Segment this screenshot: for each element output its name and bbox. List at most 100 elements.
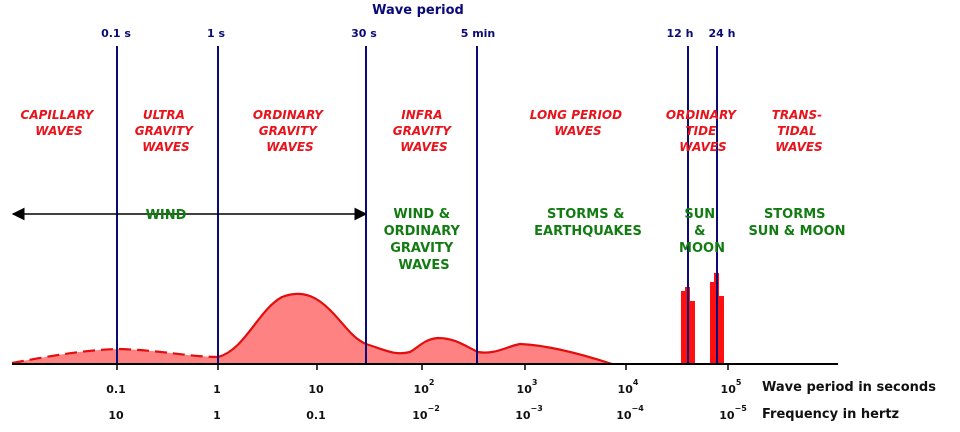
- period-tick-label: 105: [721, 378, 742, 396]
- region-line: GRAVITY: [259, 124, 319, 138]
- tick-base: 10: [515, 409, 531, 422]
- source-line: WAVES: [398, 258, 449, 273]
- tide-bar: [719, 296, 724, 364]
- region-line: TIDE: [686, 124, 718, 138]
- region-line: ULTRA: [143, 108, 185, 122]
- source-line: WIND: [146, 208, 187, 223]
- tick-base: 0.1: [106, 383, 126, 396]
- region-line: TIDAL: [777, 124, 817, 138]
- source-wind: WIND: [146, 208, 187, 223]
- region-line: CAPILLARY: [21, 108, 95, 122]
- period-tick-label: 104: [618, 378, 639, 396]
- frequency-tick-label: 10−2: [412, 404, 440, 422]
- region-line: WAVES: [35, 124, 82, 138]
- region-line: WAVES: [400, 140, 447, 154]
- period-tick-label: 102: [414, 378, 435, 396]
- period-label: 30 s: [351, 27, 377, 40]
- frequency-tick-label: 10−3: [515, 404, 543, 422]
- period-tick-labels: 0.1 1 10 102 103 104 105: [106, 378, 742, 396]
- frequency-tick-label: 0.1: [306, 409, 326, 422]
- region-ultra-gravity-waves: ULTRA GRAVITY WAVES: [135, 108, 197, 154]
- wave-regions: CAPILLARY WAVES ULTRA GRAVITY WAVES ORDI…: [21, 108, 827, 154]
- frequency-axis-label: Frequency in hertz: [762, 407, 899, 422]
- source-sun-moon: SUN & MOON: [679, 207, 725, 256]
- period-label: 0.1 s: [101, 27, 131, 40]
- tick-exponent: 3: [532, 378, 538, 387]
- region-trans-tidal-waves: TRANS- TIDAL WAVES: [772, 108, 827, 154]
- source-storms-earthquakes: STORMS & EARTHQUAKES: [534, 207, 642, 239]
- region-line: WAVES: [266, 140, 313, 154]
- tick-exponent: 5: [736, 378, 742, 387]
- tick-exponent: −2: [428, 404, 440, 413]
- region-line: TRANS-: [772, 108, 822, 122]
- period-tick-label: 10: [308, 383, 324, 396]
- period-tick-label: 1: [213, 383, 221, 396]
- source-wind-ordinary-gravity-waves: WIND & ORDINARY GRAVITY WAVES: [384, 207, 465, 273]
- tide-bar: [690, 301, 695, 364]
- spectrum-outline-solid: [217, 292, 613, 366]
- source-line: STORMS: [764, 207, 826, 222]
- tick-exponent: −5: [735, 404, 748, 413]
- region-line: LONG PERIOD: [530, 108, 622, 122]
- tick-base: 10: [616, 409, 632, 422]
- tick-base: 10: [721, 383, 737, 396]
- region-ordinary-tide-waves: ORDINARY TIDE WAVES: [666, 108, 740, 154]
- source-line: ORDINARY: [384, 224, 461, 239]
- region-line: ORDINARY: [253, 108, 324, 122]
- region-capillary-waves: CAPILLARY WAVES: [21, 108, 98, 138]
- source-line: SUN: [684, 207, 715, 222]
- source-line: EARTHQUAKES: [534, 224, 642, 239]
- tick-base: 10: [517, 383, 533, 396]
- region-ordinary-gravity-waves: ORDINARY GRAVITY WAVES: [253, 108, 327, 154]
- tick-exponent: −4: [632, 404, 645, 413]
- frequency-tick-label: 10−4: [616, 404, 644, 422]
- tick-base: 1: [213, 383, 221, 396]
- region-line: WAVES: [679, 140, 726, 154]
- frequency-tick-label: 1: [213, 409, 221, 422]
- tick-exponent: −3: [531, 404, 543, 413]
- tide-bar: [681, 291, 685, 364]
- tide-bar: [710, 282, 714, 364]
- source-line: SUN & MOON: [748, 224, 845, 239]
- source-line: STORMS &: [547, 207, 624, 222]
- period-labels: 0.1 s 1 s 30 s 5 min 12 h 24 h: [101, 27, 735, 40]
- period-label: 5 min: [461, 27, 496, 40]
- source-line: WIND &: [393, 207, 450, 222]
- forcing-sources: WIND WIND & ORDINARY GRAVITY WAVES STORM…: [146, 207, 846, 273]
- region-line: GRAVITY: [135, 124, 195, 138]
- tick-base: 10: [108, 409, 124, 422]
- region-line: INFRA: [401, 108, 442, 122]
- spectrum-outline-dashed: [11, 347, 219, 365]
- tick-base: 10: [618, 383, 634, 396]
- tick-base: 1: [213, 409, 221, 422]
- source-storms-sun-moon: STORMS SUN & MOON: [748, 207, 845, 239]
- frequency-tick-label: 10: [108, 409, 124, 422]
- region-line: WAVES: [775, 140, 822, 154]
- frequency-tick-labels: 10 1 0.1 10−2 10−3 10−4 10−5: [108, 404, 747, 422]
- period-label: 1 s: [207, 27, 225, 40]
- period-axis-label: Wave period in seconds: [762, 380, 936, 395]
- source-line: &: [694, 224, 705, 239]
- region-line: WAVES: [142, 140, 189, 154]
- tick-base: 10: [412, 409, 428, 422]
- region-long-period-waves: LONG PERIOD WAVES: [530, 108, 627, 138]
- tick-exponent: 4: [633, 378, 639, 387]
- period-tick-label: 103: [517, 378, 538, 396]
- diagram-title: Wave period: [372, 3, 464, 18]
- period-lines: [116, 46, 718, 364]
- tick-base: 10: [414, 383, 430, 396]
- source-line: MOON: [679, 241, 725, 256]
- period-label: 24 h: [709, 27, 736, 40]
- source-line: GRAVITY: [390, 241, 454, 256]
- energy-spectrum-curve: [12, 293, 612, 364]
- tick-base: 0.1: [306, 409, 326, 422]
- tick-base: 10: [308, 383, 324, 396]
- period-label: 12 h: [667, 27, 694, 40]
- tick-exponent: 2: [429, 378, 435, 387]
- region-line: ORDINARY: [666, 108, 737, 122]
- region-line: WAVES: [554, 124, 601, 138]
- region-line: GRAVITY: [393, 124, 453, 138]
- period-tick-label: 0.1: [106, 383, 126, 396]
- region-infra-gravity-waves: INFRA GRAVITY WAVES: [393, 108, 455, 154]
